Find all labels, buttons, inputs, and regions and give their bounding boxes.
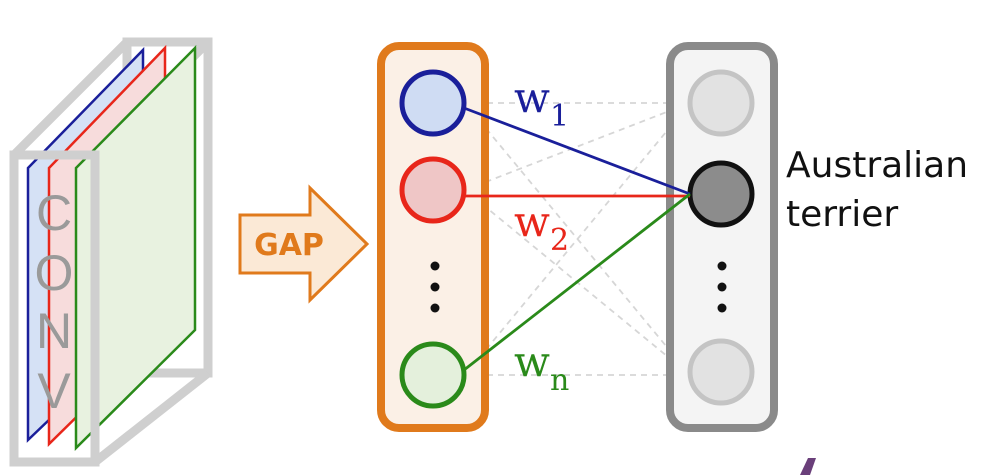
conv-box-edge-bottom-right [92,369,211,466]
output-column [666,42,778,432]
gap-arrow: GAP [238,184,370,304]
output-ellipsis-dot [717,261,727,271]
weight-label-wn-base: w [514,337,550,386]
conv-letter-o: O [35,245,74,301]
weight-line-green [463,192,691,372]
output-ellipsis-dot [717,303,727,313]
weight-label-w2-sub: 2 [550,223,569,258]
feature-ellipsis-dot [430,261,440,271]
class-label-line2: terrier [786,194,898,235]
conv-slice-green [74,44,197,451]
weight-label-w1-base: w [514,73,550,122]
dashed-connection [464,102,691,191]
feature-ellipsis-dot [430,303,440,313]
feature-node-blue [399,69,467,137]
weight-label-w2: w2 [514,197,569,258]
output-node-inactive [687,69,755,137]
conv-letter-c: C [36,185,72,241]
conv-letter-v: V [37,363,71,419]
feature-node-green [399,341,467,409]
gap-arrow-shape [238,184,370,304]
gap-label: GAP [254,228,324,263]
feature-ellipsis-dot [430,282,440,292]
feature-column-frame [377,42,489,432]
weight-label-wn: wn [514,337,569,398]
conv-box-front-face [9,150,100,467]
weight-label-w1-sub: 1 [550,99,569,134]
output-node-active [687,160,755,228]
feature-column [377,42,489,432]
weight-label-wn-sub: n [550,363,569,398]
feature-node-red [399,156,467,224]
weight-label-w1: w1 [514,73,569,134]
weight-line-blue [463,106,691,196]
output-node-inactive [687,338,755,406]
inactive-connections [464,102,691,376]
purple-mark [800,458,816,475]
conv-block: C O N V [9,37,213,467]
active-connections [463,106,691,372]
output-column-frame [666,42,778,432]
class-label-line1: Australian [786,145,968,186]
dashed-connection [464,102,691,376]
weight-label-w2-base: w [514,197,550,246]
conv-letter-n: N [36,303,72,359]
output-ellipsis-dot [717,282,727,292]
conv-box-edge-top-left [10,38,131,159]
